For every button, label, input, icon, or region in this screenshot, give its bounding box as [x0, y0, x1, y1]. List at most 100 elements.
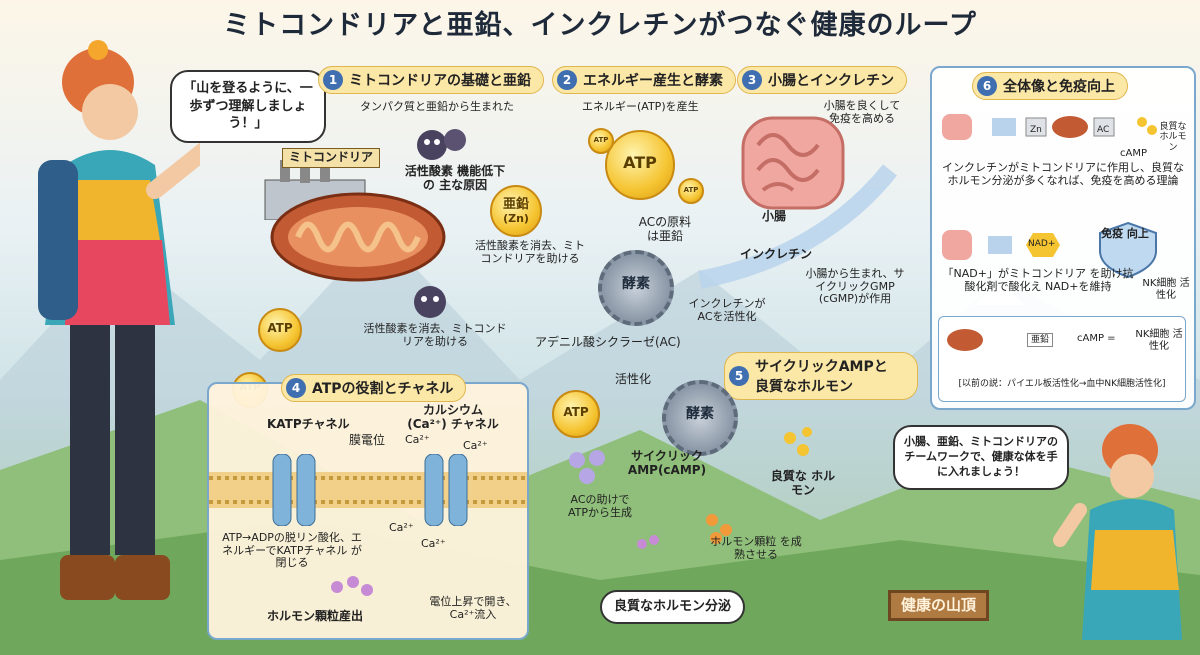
incretin-origin-note: 小腸から生まれ、サイクリックGMP (cGMP)が作用 [800, 267, 910, 306]
page-title: ミトコンドリアと亜鉛、インクレチンがつなぐ健康のループ [223, 10, 977, 41]
katp-channel-icon [272, 454, 316, 526]
enzyme-gear-1: 酵素 [598, 250, 674, 326]
nad-note-text: 「NAD+」がミトコンドリア を助け抗酸化剤で酸化え NAD+を維持 [942, 267, 1134, 293]
enzyme-label: 酵素 [622, 276, 650, 292]
mitochondria-sign: ミトコンドリア [282, 148, 381, 168]
atp-label: ATP [623, 153, 657, 172]
past-theory-box: 亜鉛 cAMP = NK細胞 活性化 [以前の説：パイエル板活性化→血中NK細胞… [938, 316, 1186, 402]
good-hormone-sparkles [784, 427, 812, 456]
overview-nad: NAD+ [1028, 239, 1056, 249]
zinc-coin: 亜鉛 (Zn) [490, 185, 542, 237]
ca-influx-note: 電位上昇で開き、Ca²⁺流入 [423, 595, 523, 621]
ca-ion-inner-2: Ca²⁺ [421, 537, 446, 550]
granule-mature-text: ホルモン顆粒 を成熟させる [710, 535, 802, 561]
good-hormone-label: 良質な ホルモン [768, 469, 838, 498]
section3-subtitle-text: 小腸を良くして 免疫を高める [823, 99, 901, 125]
overview-flow-row2 [942, 221, 1157, 278]
past-theory: [以前の説：パイエル板活性化→血中NK細胞活性化] [958, 379, 1166, 389]
ca-ion-outer-2: Ca²⁺ [463, 439, 488, 452]
atp-coin-deco1: ATP [588, 128, 614, 154]
section4-panel: 4 ATPの役割とチャネル KATPチャネル 膜電位 カルシウム(Ca²⁺) チ… [207, 374, 529, 640]
atp-coin-left: ATP [258, 308, 302, 352]
ca-ion-outer: Ca²⁺ [405, 433, 430, 446]
nk-activation-1-text: NK細胞 活性化 [1142, 278, 1190, 301]
guide-speech-text: 「山を登るように、一歩ずつ理解しましょう！」 [183, 81, 313, 132]
enzyme-gear-2: 酵素 [662, 380, 738, 456]
ca-channel-icon [424, 454, 468, 526]
ros-bottom-text: 活性酸素を消去、ミトコンドリアを助ける [363, 322, 507, 348]
incretin-label: インクレチン [740, 247, 813, 261]
ca-influx-text: 電位上昇で開き、Ca²⁺流入 [429, 595, 517, 621]
immunity-shield-text: 免疫 向上 [1101, 227, 1149, 240]
enzyme-label: 酵素 [686, 406, 714, 422]
section3-header: 3 小腸とインクレチン [737, 66, 907, 94]
overview-zn: Zn [1030, 125, 1042, 135]
ros-note-text: 活性酸素 機能低下の 主な原因 [404, 164, 506, 192]
ros-monster-icon-2 [414, 286, 446, 318]
section2-heading: エネルギー産生と酵素 [583, 73, 723, 89]
ac-source-text: ACの原料 は亜鉛 [638, 215, 692, 243]
ca-channel-label: カルシウム(Ca²⁺) チャネル [405, 403, 501, 432]
summit-sign: 健康の山頂 [888, 590, 990, 622]
section6-panel: 6 全体像と免疫向上 Zn AC cAMP 良質な ホルモン インクレチンがミト… [930, 66, 1196, 410]
mature-granules [637, 514, 732, 549]
nk-activation-1: NK細胞 活性化 [1142, 278, 1190, 301]
immunity-shield-label: 免疫 向上 [1097, 227, 1153, 241]
incretin-flow [698, 164, 898, 289]
atp-adp-note: ATP→ADPの脱リン酸化、エネルギーでKATPチャネル が閉じる [217, 531, 367, 570]
past-camp-eq: cAMP = [1077, 333, 1116, 344]
overview-camp: cAMP [1120, 148, 1147, 159]
intestine-illustration [741, 116, 845, 210]
granule-mature-note: ホルモン顆粒 を成熟させる [708, 535, 804, 561]
katp-label: KATPチャネル [267, 417, 350, 431]
section5-heading: サイクリックAMPと 良質なホルモン [755, 359, 888, 395]
overview-ac: AC [1097, 125, 1110, 135]
secretion-bubble: 良質なホルモン分泌 [600, 590, 746, 624]
zinc-symbol: (Zn) [503, 212, 529, 225]
nk-activation-2-text: NK細胞 活性化 [1135, 329, 1183, 352]
section6-number: 6 [977, 76, 997, 96]
atp-label: ATP [683, 186, 699, 194]
section4-heading: ATPの役割とチャネル [312, 381, 454, 397]
ros-monster-icon [417, 129, 466, 160]
section2-header: 2 エネルギー産生と酵素 [552, 66, 736, 94]
ac-source-note: ACの原料 は亜鉛 [635, 215, 695, 244]
secretion-text: 良質なホルモン分泌 [614, 599, 732, 614]
hiker2-speech-bubble: 小腸、亜鉛、ミトコンドリアのチームワークで、健康な体を手に入れましょう！ [893, 425, 1069, 490]
zinc-role-note: 活性酸素を消去、ミトコンドリアを助ける [470, 239, 590, 265]
section5-number: 5 [729, 366, 749, 386]
section5-header: 5 サイクリックAMPと 良質なホルモン [724, 352, 918, 400]
camp-generation-note: ACの助けで ATPから生成 [560, 493, 640, 519]
hormone-granules [331, 576, 373, 596]
mitochondria-illustration [270, 192, 446, 282]
section6-header: 6 全体像と免疫向上 [972, 72, 1128, 100]
atp-adp-text: ATP→ADPの脱リン酸化、エネルギーでKATPチャネル が閉じる [222, 531, 362, 570]
adenylate-cyclase-label: アデニル酸シクラーゼ(AC) [535, 335, 681, 349]
section1-heading: ミトコンドリアの基礎と亜鉛 [349, 73, 531, 89]
membrane [209, 472, 527, 508]
section4-header: 4 ATPの役割とチャネル [281, 374, 467, 402]
incretin-origin-text: 小腸から生まれ、サイクリックGMP (cGMP)が作用 [805, 267, 905, 306]
overview-good-hormone: 良質な ホルモン [1158, 122, 1188, 153]
atp-coin-main: ATP [605, 130, 675, 200]
section3-subtitle: 小腸を良くして 免疫を高める [822, 99, 902, 125]
section3-number: 3 [742, 70, 762, 90]
membrane-potential-label: 膜電位 [349, 433, 386, 447]
camp-label: サイクリック AMP(cAMP) [625, 449, 709, 478]
hiker-companion-illustration [1053, 424, 1182, 640]
hiker-guide-illustration [38, 40, 200, 600]
section4-number: 4 [286, 378, 306, 398]
section6-heading: 全体像と免疫向上 [1003, 79, 1115, 95]
atp-label: ATP [563, 405, 589, 419]
past-zinc-box: 亜鉛 [1027, 333, 1054, 348]
camp-molecules [569, 450, 605, 484]
ros-bottom-note: 活性酸素を消去、ミトコンドリアを助ける [360, 322, 510, 348]
ca-channel-text: カルシウム(Ca²⁺) チャネル [407, 403, 499, 431]
guide-speech-bubble: 「山を登るように、一歩ずつ理解しましょう！」 [170, 70, 326, 143]
ros-note: 活性酸素 機能低下の 主な原因 [400, 164, 510, 193]
nk-activation-2: NK細胞 活性化 [1135, 329, 1183, 352]
intestine-label: 小腸 [762, 209, 787, 223]
incretin-activates-note: インクレチンが ACを活性化 [682, 297, 772, 323]
hiker2-speech-text: 小腸、亜鉛、ミトコンドリアのチームワークで、健康な体を手に入れましょう！ [904, 435, 1058, 478]
overview-theory: インクレチンがミトコンドリアに作用し、良質な ホルモン分泌が多くなれば、免疫を高… [938, 161, 1188, 187]
